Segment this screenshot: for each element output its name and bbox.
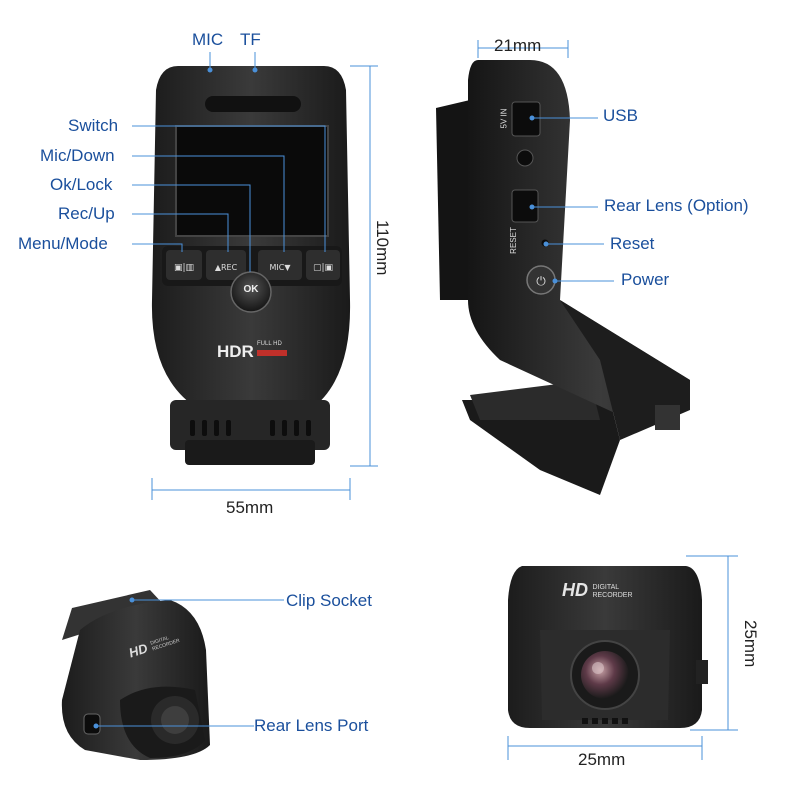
rear-lens-port-label: Rear Lens Port: [254, 716, 369, 735]
ok-lock-label: Ok/Lock: [50, 175, 113, 194]
front-dashcam: ▣|▥ ▲REC MIC▼ ▢|▣: [151, 66, 351, 465]
mic-label: MIC: [192, 30, 224, 49]
fullhd-text: FULL HD: [257, 341, 282, 347]
front-leader-lines: [132, 52, 378, 500]
right-brand-hd: HD: [562, 580, 588, 600]
svg-text:▢|▣: ▢|▣: [313, 263, 333, 273]
clip-socket-label: Clip Socket: [286, 591, 372, 610]
menu-mode-label: Menu/Mode: [18, 234, 108, 253]
svg-text:▣|▥: ▣|▥: [174, 263, 194, 273]
svg-text:MIC▼: MIC▼: [270, 263, 292, 272]
mic-down-label: Mic/Down: [40, 146, 115, 165]
hdr-text: HDR: [217, 342, 254, 361]
svg-text:⏻: ⏻: [536, 274, 546, 288]
tf-label: TF: [240, 30, 261, 49]
reset-label: Reset: [610, 234, 655, 253]
right-brand-sub: DIGITAL RECORDER: [592, 583, 633, 599]
width-dim-front: 55mm: [226, 498, 274, 517]
width-dim-rear: 25mm: [578, 750, 626, 769]
port-reset-text: RESET: [508, 227, 518, 254]
side-leader-lines: [477, 40, 614, 282]
switch-label: Switch: [68, 116, 119, 135]
rear-lens-option-label: Rear Lens (Option): [604, 196, 749, 215]
hdr-red-badge: [257, 350, 287, 356]
right-brand: HD DIGITAL RECORDER: [562, 580, 648, 601]
height-dim-rear: 25mm: [741, 620, 760, 668]
side-top-dim: 21mm: [494, 36, 542, 55]
usb-label: USB: [603, 106, 638, 125]
rec-up-label: Rec/Up: [58, 204, 115, 223]
port-5v-text: 5V IN: [499, 108, 509, 129]
ok-button-text: OK: [243, 284, 259, 295]
height-dim-front: 110mm: [373, 220, 392, 276]
hdr-logo: HDR FULL HD: [217, 341, 287, 362]
power-label: Power: [621, 270, 670, 289]
left-brand-hd: HD: [126, 640, 150, 661]
svg-text:▲REC: ▲REC: [215, 263, 238, 272]
rear-lens-right: [508, 566, 708, 728]
rear-lens-left: [61, 590, 210, 760]
side-dashcam: ⏻: [436, 60, 690, 495]
